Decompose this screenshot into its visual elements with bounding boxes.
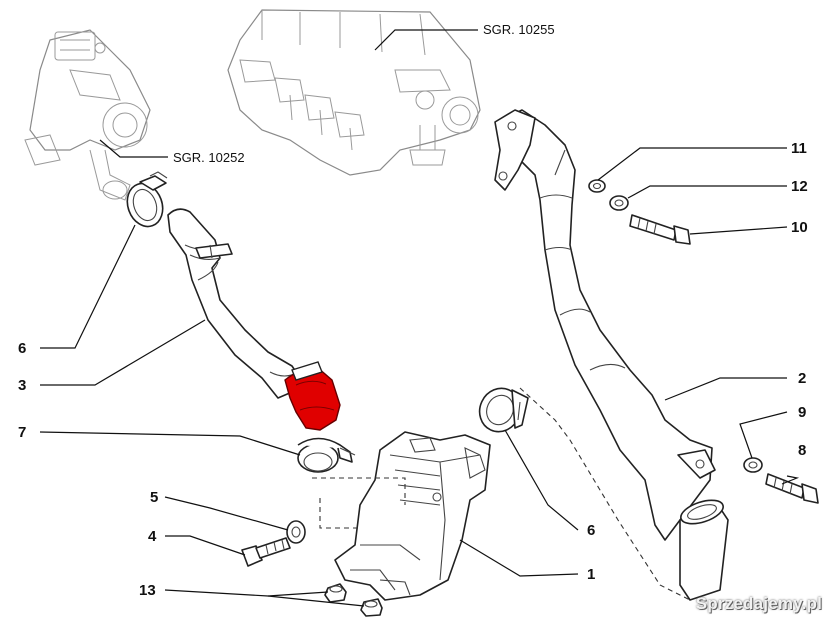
washer-12 bbox=[609, 195, 629, 211]
callout-6-right: 6 bbox=[587, 522, 595, 539]
hose-clamp-6-lower bbox=[478, 387, 529, 433]
callout-13: 13 bbox=[139, 582, 156, 599]
callout-9: 9 bbox=[798, 404, 806, 421]
ref-label-turbo: SGR. 10252 bbox=[173, 150, 245, 165]
callout-4: 4 bbox=[148, 528, 157, 545]
bolt-4 bbox=[241, 537, 291, 567]
highlighted-hose-section-red bbox=[284, 361, 341, 431]
callout-1: 1 bbox=[587, 566, 595, 583]
watermark-logo: Sprzedajemy.pl bbox=[695, 594, 822, 613]
intercooler-1 bbox=[334, 431, 491, 601]
hose-clamp-7 bbox=[297, 437, 356, 473]
leader-lines bbox=[39, 29, 800, 607]
washer-9 bbox=[743, 457, 763, 473]
callout-8: 8 bbox=[798, 442, 806, 459]
ref-label-manifold: SGR. 10255 bbox=[483, 22, 555, 37]
turbocharger-drawing bbox=[24, 29, 151, 201]
intake-manifold-drawing bbox=[227, 9, 481, 176]
intercooler-hose-3 bbox=[167, 208, 301, 399]
callout-11: 11 bbox=[791, 140, 807, 157]
grommet-5 bbox=[286, 520, 306, 544]
rubber-mount-13b bbox=[360, 598, 383, 617]
callout-10: 10 bbox=[791, 219, 808, 236]
callout-12: 12 bbox=[791, 178, 808, 195]
callout-3: 3 bbox=[18, 377, 26, 394]
washer-11 bbox=[588, 179, 606, 193]
bolt-8 bbox=[765, 473, 819, 504]
callout-6-left: 6 bbox=[18, 340, 26, 357]
callout-7: 7 bbox=[18, 424, 26, 441]
callout-5: 5 bbox=[150, 489, 158, 506]
callout-2: 2 bbox=[798, 370, 806, 387]
rubber-mount-13a bbox=[324, 583, 347, 603]
intake-pipe-2 bbox=[494, 109, 729, 601]
hose-clamp-6-upper bbox=[126, 171, 168, 228]
bolt-10 bbox=[629, 214, 691, 245]
